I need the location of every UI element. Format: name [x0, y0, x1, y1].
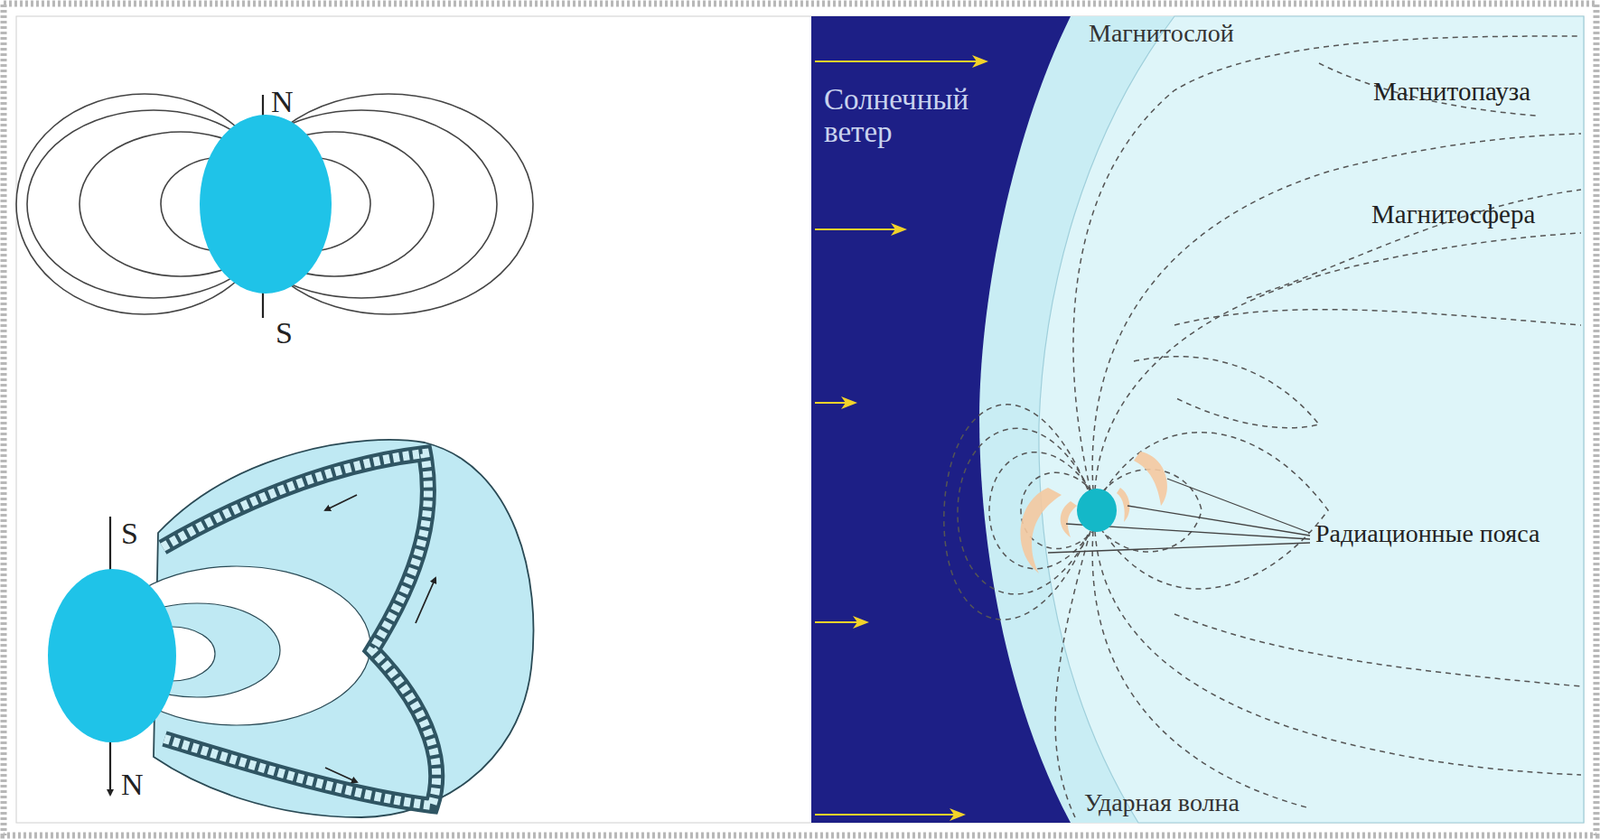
radiation-belts	[1019, 451, 1167, 574]
earth	[1076, 488, 1117, 533]
field-line	[1094, 531, 1582, 776]
pole-label: N	[121, 767, 144, 802]
field-line	[1133, 356, 1320, 429]
flow-arrow	[415, 578, 436, 624]
wind-arrow	[814, 228, 904, 231]
magnetosphere-region	[1038, 16, 1584, 824]
field-line	[1055, 531, 1091, 818]
field-line	[1174, 309, 1582, 326]
region-label: Магнитослой	[1088, 19, 1235, 48]
wind-arrow	[814, 60, 985, 63]
region-label: Ударная волна	[1084, 789, 1240, 818]
magnetopause-line	[1319, 63, 1536, 116]
plasma-band-texture	[162, 453, 437, 806]
field-line	[1102, 469, 1202, 553]
field-line	[1092, 531, 1310, 809]
radiation-belt	[1019, 487, 1062, 574]
leader-line	[1047, 542, 1310, 553]
earth	[199, 114, 332, 294]
pole-label: S	[121, 516, 139, 551]
field-line	[1104, 432, 1329, 590]
leader-line	[1127, 505, 1310, 536]
inner-frame	[16, 16, 1584, 824]
field-lines	[944, 36, 1582, 818]
radiation-belt	[1060, 501, 1077, 538]
field-line	[1094, 233, 1582, 491]
field-line	[1174, 614, 1582, 687]
field-line	[1092, 133, 1582, 491]
flow-arrow	[325, 495, 357, 511]
wind-arrow	[814, 814, 963, 816]
field-line	[1246, 189, 1582, 299]
flow-arrows	[325, 495, 436, 783]
solar-wind-arrows	[814, 61, 985, 815]
leader-lines	[1047, 478, 1310, 553]
radiation-belt	[1116, 487, 1130, 523]
region-label: Магнитосфера	[1371, 200, 1535, 230]
plasma-band	[162, 453, 437, 806]
wind-arrow	[814, 402, 854, 404]
wind-arrow	[814, 621, 866, 624]
solar-wind-region	[811, 16, 1584, 824]
region-label: Магнитопауза	[1373, 77, 1531, 107]
leader-line	[1167, 478, 1310, 534]
field-line	[944, 404, 1088, 620]
callout-label: Радиационные пояса	[1315, 520, 1540, 549]
frame	[3, 3, 1597, 836]
pole-label: S	[275, 316, 293, 350]
flow-arrow	[325, 767, 357, 783]
radiation-belt	[1133, 451, 1168, 506]
field-line	[1073, 36, 1582, 491]
bow-shock-region	[979, 16, 1584, 824]
field-lines	[16, 93, 534, 315]
earth	[47, 569, 177, 743]
region-label: Солнечный ветер	[823, 83, 978, 150]
pole-label: N	[271, 84, 294, 119]
